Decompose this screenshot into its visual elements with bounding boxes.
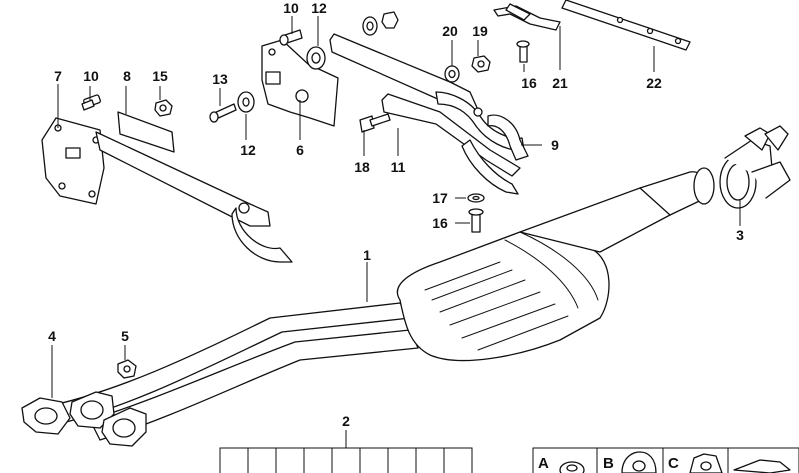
strap-22 <box>561 0 691 51</box>
callout-22: 22 <box>646 75 662 91</box>
callout-10-top: 10 <box>283 0 299 16</box>
nut-19 <box>471 55 491 73</box>
callout-11: 11 <box>391 159 406 175</box>
callout-16-bottom: 16 <box>432 215 448 231</box>
callout-9: 9 <box>551 137 559 153</box>
washer-17 <box>467 193 485 203</box>
bracket-6 <box>261 39 339 127</box>
callout-6: 6 <box>296 142 304 158</box>
bolt-18 <box>359 113 391 133</box>
bolt-13 <box>209 103 237 123</box>
callout-1: 1 <box>363 247 371 263</box>
callout-8: 8 <box>123 68 131 84</box>
bolt-16-lower <box>468 208 484 233</box>
leader-lines <box>51 16 741 398</box>
washer-20 <box>444 65 460 83</box>
nut-15 <box>154 99 173 117</box>
callout-16-top: 16 <box>521 75 537 91</box>
callout-15: 15 <box>152 68 168 84</box>
nut-5 <box>117 359 137 379</box>
pipe-flange-2 <box>101 407 147 447</box>
kit-grid-2 <box>219 430 473 473</box>
legend-c-bracket-icon <box>689 453 723 473</box>
callout-18: 18 <box>354 159 370 175</box>
callout-19: 19 <box>472 23 488 39</box>
bushing-12-top <box>306 46 326 70</box>
callout-17: 17 <box>432 190 448 206</box>
legend-key-c: C <box>668 455 679 472</box>
callout-3: 3 <box>736 227 744 243</box>
clamp <box>719 125 791 209</box>
legend-panel: A B C <box>532 447 799 473</box>
callout-10-left: 10 <box>83 68 99 84</box>
legend-a-grommet-icon <box>559 461 585 473</box>
callout-21: 21 <box>552 75 568 91</box>
callout-7: 7 <box>54 68 62 84</box>
catalytic-converter <box>396 167 715 362</box>
bracket-21 <box>493 3 561 31</box>
pipe-flange-1 <box>69 391 115 429</box>
legend-d-plate-icon <box>733 459 791 473</box>
bolt-10-top <box>279 29 303 46</box>
callout-2: 2 <box>342 413 350 429</box>
legend-key-a: A <box>538 455 549 472</box>
callout-12-top: 12 <box>311 0 327 16</box>
callout-4: 4 <box>48 328 56 344</box>
bracket-7 <box>41 117 105 205</box>
callout-13: 13 <box>212 71 228 87</box>
bolt-10-left <box>81 94 101 111</box>
gasket-flange <box>21 397 71 435</box>
callout-5: 5 <box>121 328 129 344</box>
callout-labels: 1 2 3 4 5 6 7 8 9 10 10 11 12 12 13 15 1… <box>48 0 744 429</box>
washer-12 <box>237 91 255 113</box>
legend-b-hanger-icon <box>621 451 657 473</box>
bracket-8 <box>95 111 293 263</box>
bolt-16-upper <box>516 40 530 63</box>
washer-top-left <box>362 16 378 36</box>
legend-key-b: B <box>603 455 614 472</box>
holder-11 <box>329 33 529 195</box>
callout-20: 20 <box>442 23 458 39</box>
callout-12-left: 12 <box>240 142 256 158</box>
nut-top <box>381 11 399 29</box>
